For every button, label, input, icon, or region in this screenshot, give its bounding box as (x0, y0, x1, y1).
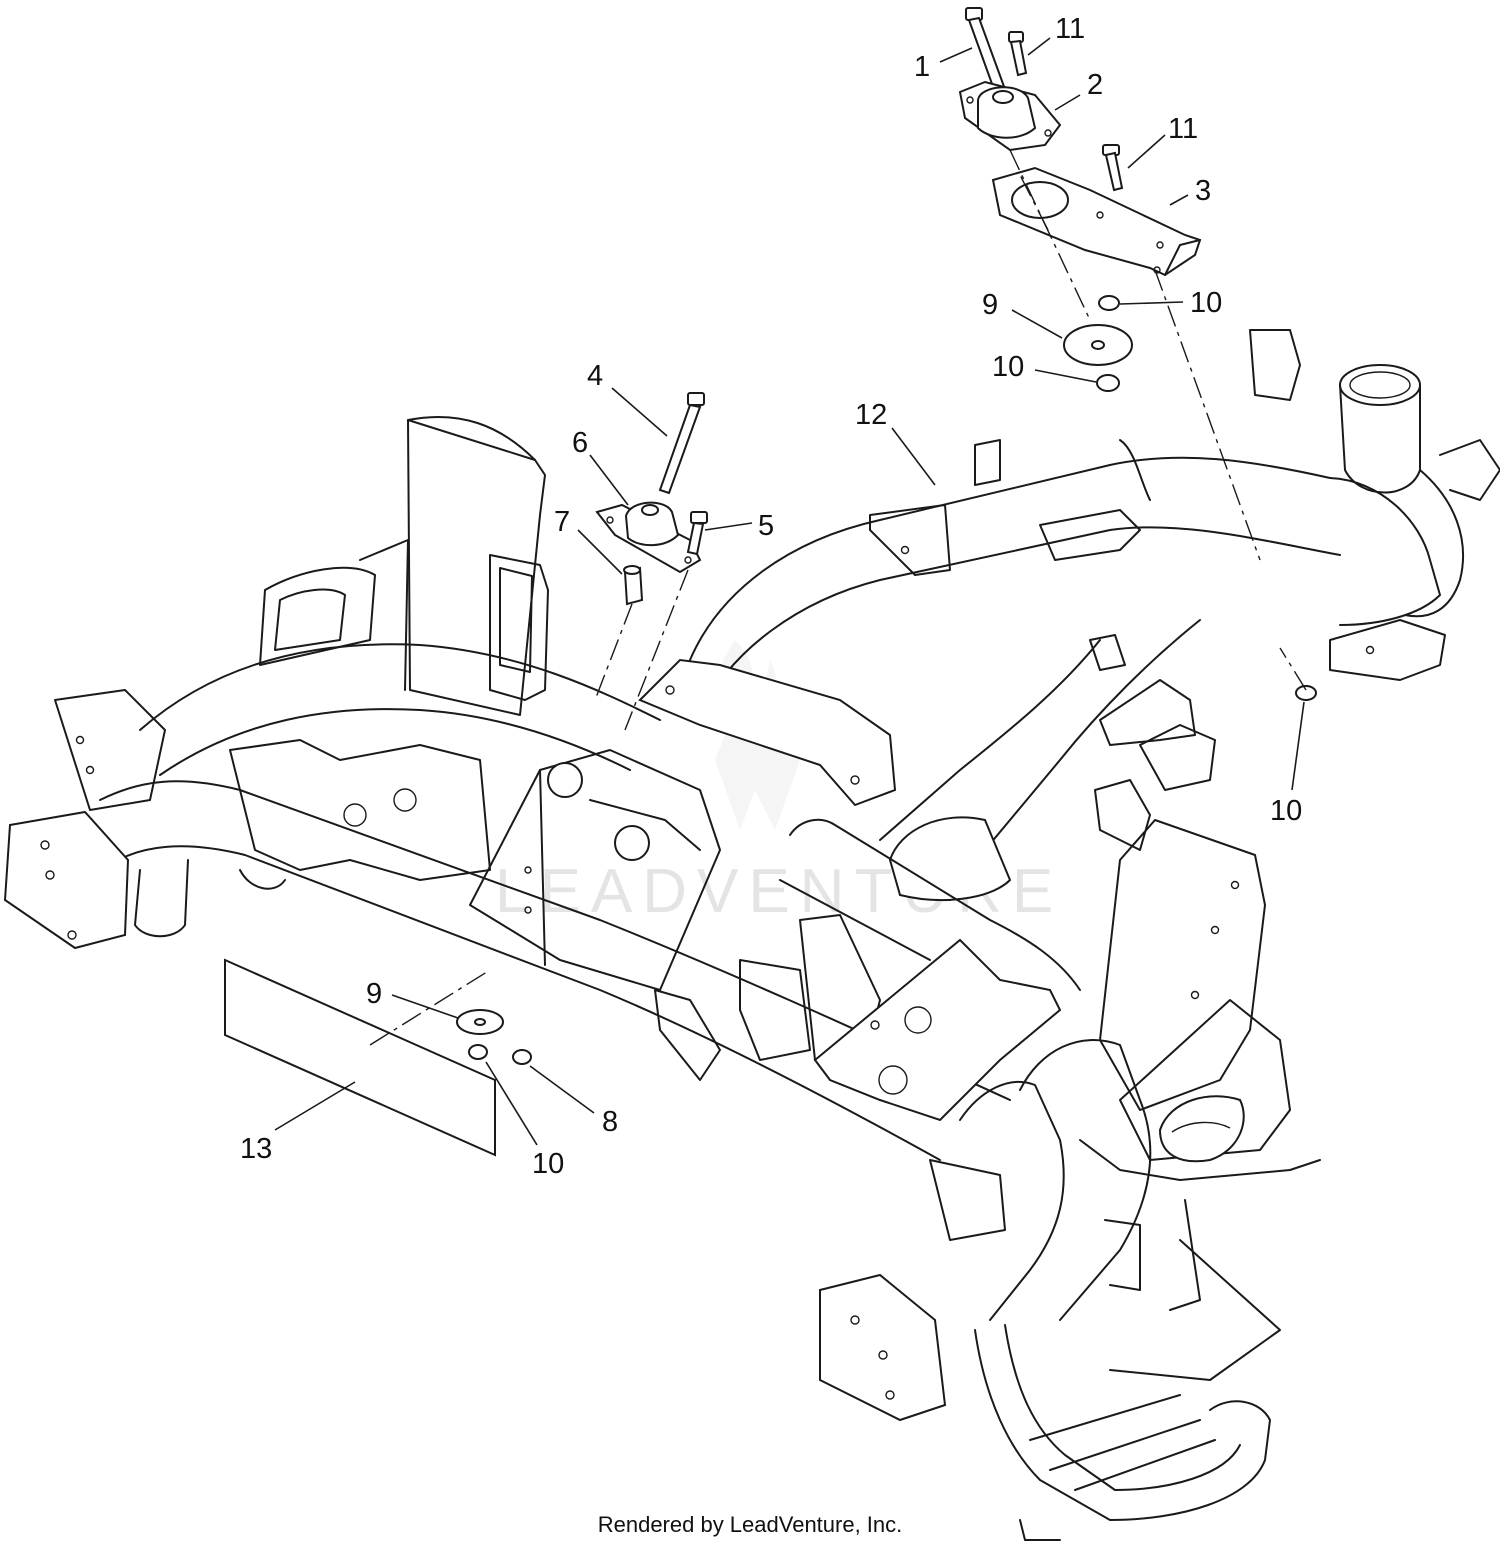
render-credit: Rendered by LeadVenture, Inc. (597, 1512, 903, 1537)
alignment-centerlines (369, 149, 1307, 1046)
spacer-7 (623, 565, 644, 606)
leader-lines (274, 37, 1305, 1146)
callout-11-mid: 11 (1168, 113, 1198, 145)
plate-13 (224, 958, 496, 1157)
nut-10-d (468, 1044, 488, 1060)
callout-13: 13 (240, 1133, 272, 1165)
callout-1: 1 (914, 51, 930, 83)
callout-10-a: 10 (1190, 287, 1222, 319)
callout-8: 8 (602, 1106, 618, 1138)
isolator-6 (595, 501, 702, 574)
bolt-11-lower (1102, 144, 1124, 192)
washer-9-upper (1063, 324, 1133, 366)
mount-bracket-3 (991, 166, 1202, 277)
nut-10-a (1098, 295, 1120, 311)
washer-9-lower (456, 1009, 504, 1035)
bolt-11-upper (1008, 31, 1028, 77)
callout-5: 5 (758, 510, 774, 542)
callout-3: 3 (1195, 175, 1211, 207)
frame-assembly (3, 329, 1500, 1541)
callout-9-lower: 9 (366, 978, 382, 1010)
callout-2: 2 (1087, 69, 1103, 101)
callout-9-upper: 9 (982, 289, 998, 321)
nut-8 (512, 1049, 532, 1065)
callout-4: 4 (587, 360, 603, 392)
callout-labels: 1 11 2 11 3 10 9 10 4 6 7 5 12 10 9 8 10… (240, 13, 1302, 1180)
callout-10-b: 10 (992, 351, 1024, 383)
callout-10-c: 10 (1270, 795, 1302, 827)
isolator-mount-2 (958, 80, 1062, 152)
nut-10-b (1096, 374, 1120, 392)
callout-7: 7 (554, 506, 570, 538)
bolt-4 (658, 392, 705, 495)
callout-12: 12 (855, 399, 887, 431)
callout-10-d: 10 (532, 1148, 564, 1180)
bolt-5 (686, 511, 708, 556)
nut-10-c (1295, 685, 1317, 701)
callout-6: 6 (572, 427, 588, 459)
callout-11-top: 11 (1055, 13, 1085, 45)
